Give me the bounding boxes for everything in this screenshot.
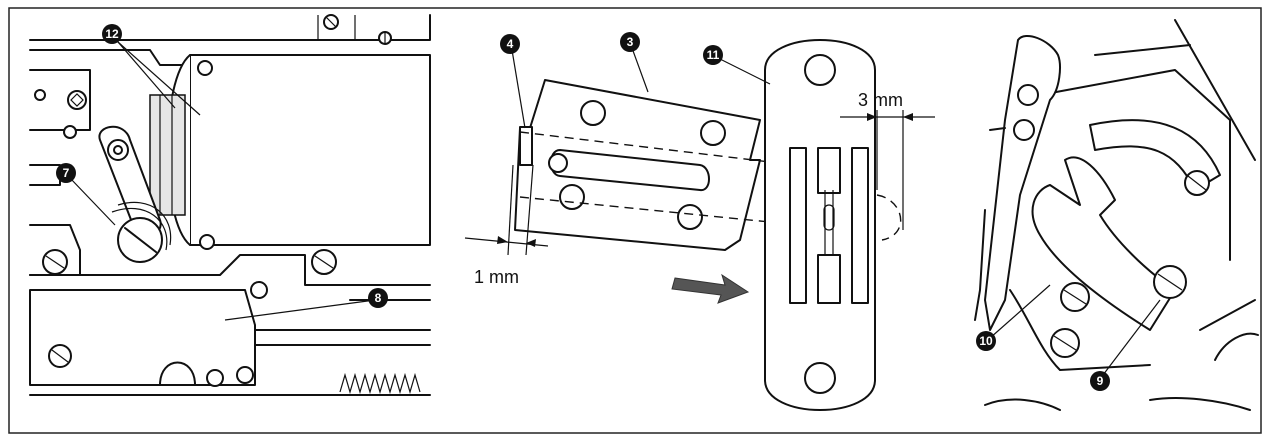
- callout-10: 10: [976, 331, 996, 351]
- throat-plate: [764, 39, 876, 411]
- figure-frame: [8, 7, 1262, 434]
- callout-11: 11: [703, 45, 723, 65]
- panel-right-mechanism: [974, 19, 1259, 411]
- svg-text:8: 8: [375, 291, 382, 305]
- svg-text:12: 12: [105, 27, 119, 41]
- direction-arrow-icon: [671, 273, 750, 304]
- dimension-label-3mm: 3 mm: [858, 90, 903, 110]
- callout-12: 12: [102, 24, 122, 44]
- callout-8: 8: [368, 288, 388, 308]
- callout-9: 9: [1090, 371, 1110, 391]
- svg-text:9: 9: [1097, 374, 1104, 388]
- wrench: [1031, 156, 1176, 331]
- callout-7: 7: [56, 163, 76, 183]
- callout-4: 4: [500, 34, 520, 54]
- svg-text:11: 11: [707, 48, 720, 62]
- dimension-label-1mm: 1 mm: [474, 267, 519, 287]
- svg-text:10: 10: [979, 334, 993, 348]
- svg-text:3: 3: [627, 35, 634, 49]
- panel-middle-plates: [464, 39, 935, 411]
- panel-left-mechanism: [29, 14, 431, 396]
- plate-tab: [519, 126, 533, 166]
- svg-text:4: 4: [507, 37, 514, 51]
- svg-text:7: 7: [63, 166, 70, 180]
- callout-3: 3: [620, 32, 640, 52]
